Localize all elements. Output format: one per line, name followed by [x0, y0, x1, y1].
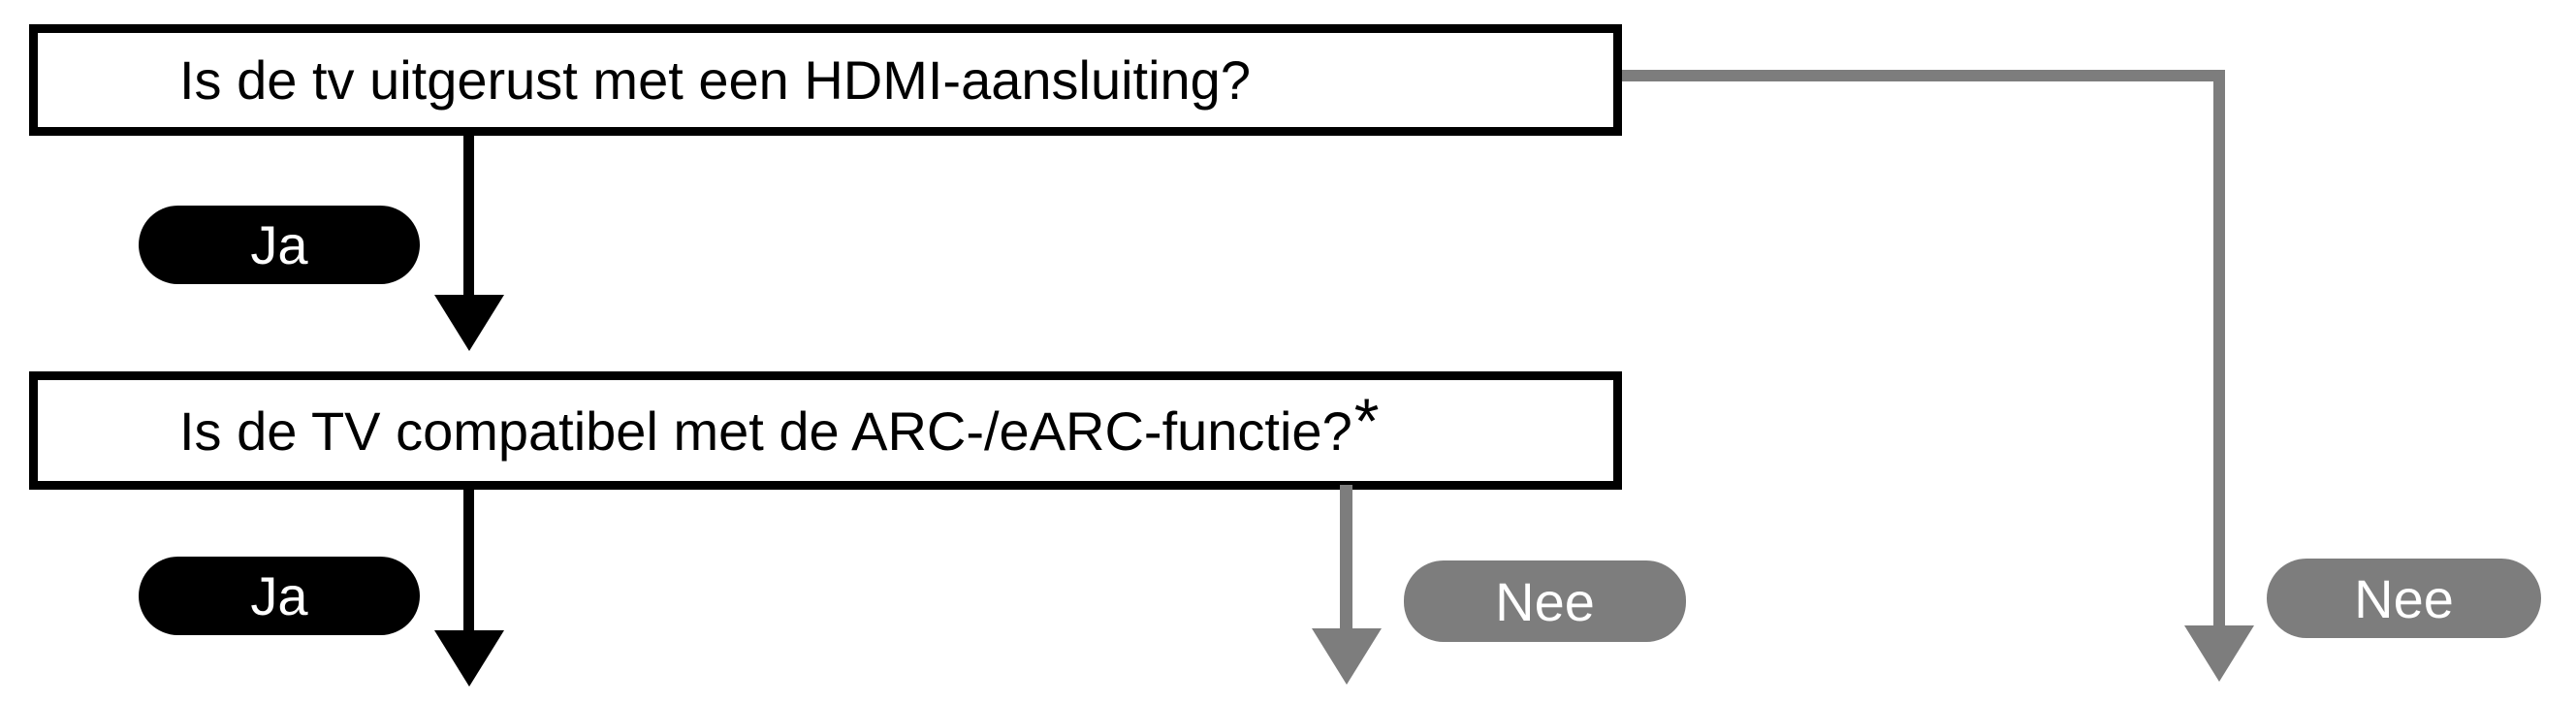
no-connector-horizontal-line [1622, 70, 2225, 81]
question-box-arc: Is de TV compatibel met de ARC-/eARC-fun… [29, 371, 1622, 490]
no-badge-1: Nee [1404, 560, 1686, 642]
question-text-hdmi: Is de tv uitgerust met een HDMI-aansluit… [179, 49, 1251, 111]
yes-arrow-2-stem [463, 490, 474, 635]
question-box-hdmi: Is de tv uitgerust met een HDMI-aansluit… [29, 24, 1622, 136]
no-connector-vertical-line [2213, 70, 2225, 628]
footnote-asterisk: * [1353, 385, 1380, 457]
no-arrow-1-down-arrow-icon [1312, 628, 1382, 685]
no-arrow-1-stem [1340, 485, 1352, 632]
yes-arrow-2-down-arrow-icon [434, 630, 504, 687]
yes-badge-2-label: Ja [250, 565, 308, 626]
yes-badge-1-label: Ja [250, 214, 308, 275]
yes-badge-2: Ja [139, 557, 420, 635]
no-arrow-2-down-arrow-icon [2184, 625, 2254, 682]
no-badge-2: Nee [2267, 559, 2541, 638]
yes-arrow-1-down-arrow-icon [434, 295, 504, 351]
question-text-arc: Is de TV compatibel met de ARC-/eARC-fun… [179, 400, 1352, 462]
no-badge-2-label: Nee [2354, 567, 2454, 629]
yes-badge-1: Ja [139, 206, 420, 284]
no-badge-1-label: Nee [1495, 570, 1595, 632]
yes-arrow-1-stem [463, 136, 474, 299]
